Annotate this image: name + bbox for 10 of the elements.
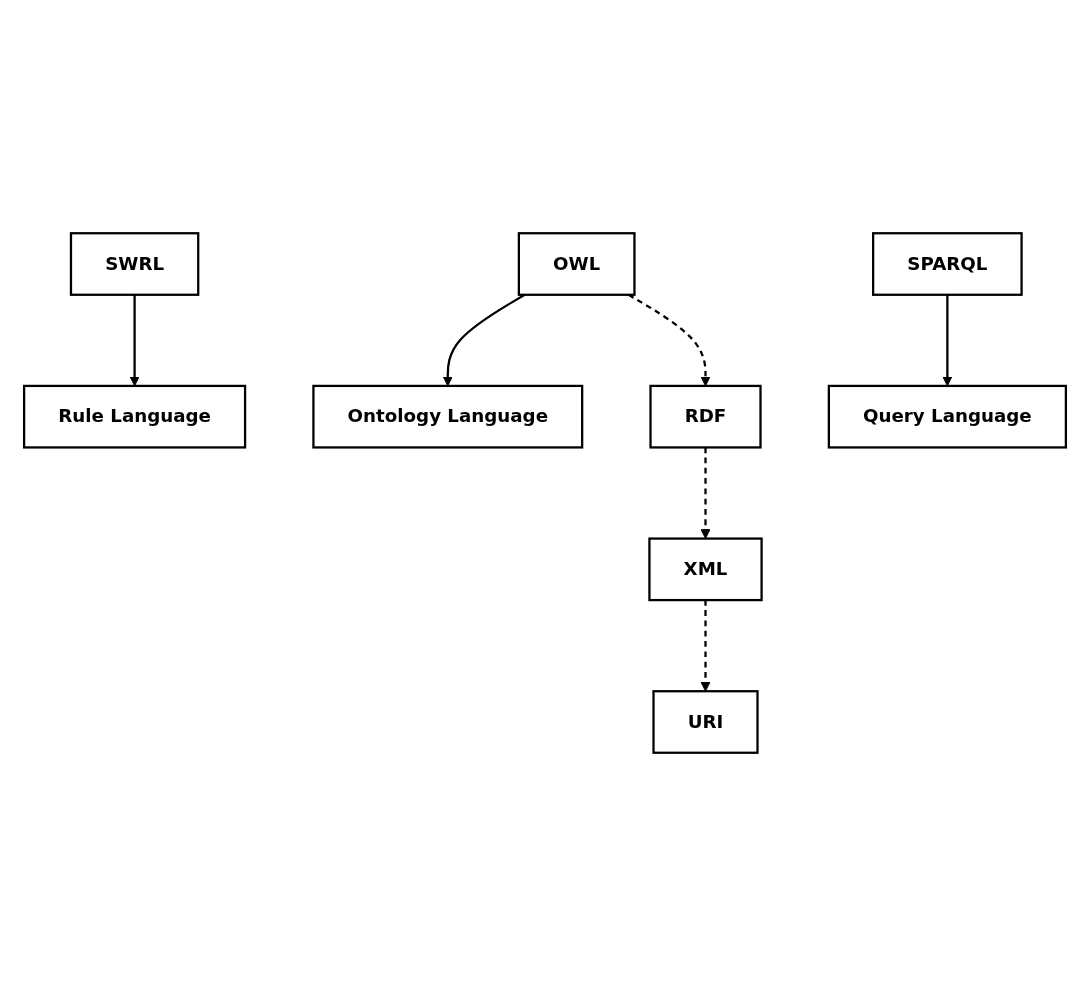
node-box: Query Language (827, 384, 1068, 449)
node-box: OWL (517, 232, 636, 296)
node-box: URI (652, 690, 759, 754)
node-box: SWRL (69, 232, 200, 296)
node-box: SPARQL (872, 232, 1023, 296)
node-box: Ontology Language (312, 384, 584, 449)
arrow (700, 600, 711, 692)
node-box: RDF (649, 384, 762, 449)
node-box: Rule Language (22, 384, 247, 449)
node-box: XML (648, 537, 763, 602)
